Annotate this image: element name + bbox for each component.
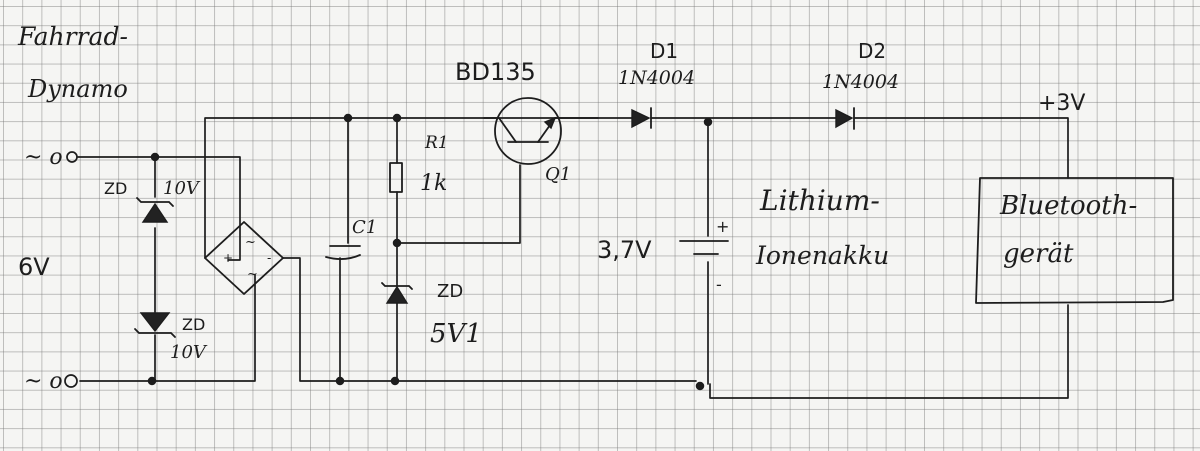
ac-terminal-bottom — [64, 374, 78, 388]
ac-terminal-top — [66, 151, 78, 163]
device-label-line2: gerät — [1003, 239, 1074, 269]
junction-dot — [390, 376, 400, 386]
ac-label-top: ~ o — [24, 145, 63, 170]
source-label-line2: Dynamo — [27, 75, 128, 103]
junction-dot — [703, 117, 713, 127]
bridge-rectifier — [204, 221, 284, 295]
transistor-type-label: BD135 — [455, 58, 536, 86]
zener-diode-upper — [136, 197, 174, 223]
junction-dot — [695, 381, 705, 391]
battery-plus-mark: + — [716, 217, 729, 236]
wire-c1 — [339, 117, 349, 382]
zener-lower-name: ZD — [182, 315, 205, 334]
junction-dot — [150, 152, 160, 162]
input-voltage-label: 6V — [18, 253, 50, 281]
diode-d1-type: 1N4004 — [618, 67, 695, 89]
zener-upper-value: 10V — [163, 178, 201, 199]
battery-liion — [679, 240, 729, 255]
battery-voltage-label: 3,7V — [597, 236, 652, 264]
zener-ref-name: ZD — [437, 281, 463, 302]
wire-device-return — [709, 304, 1069, 399]
zener-ref-value: 5V1 — [430, 319, 482, 349]
zener-lower-value: 10V — [170, 342, 208, 363]
wire-output-rail — [554, 117, 1069, 179]
diode-d1 — [631, 107, 652, 129]
zener-diode-reference — [381, 282, 413, 304]
resistor-r1 — [389, 162, 403, 193]
junction-dot — [335, 376, 345, 386]
diode-d1-name: D1 — [650, 39, 678, 63]
transistor-name-label: Q1 — [545, 164, 571, 185]
junction-dot — [392, 238, 402, 248]
resistor-r1-name: R1 — [424, 133, 449, 153]
wire-ac-top — [77, 156, 241, 261]
bridge-plus-mark: + — [223, 251, 233, 265]
wire-base — [396, 164, 521, 244]
battery-minus-mark: - — [716, 275, 722, 294]
capacitor-c1 — [325, 245, 361, 260]
rail-voltage-label: +3V — [1038, 91, 1085, 116]
diode-d2 — [835, 107, 855, 130]
junction-dot — [147, 376, 157, 386]
transistor-q1 — [483, 97, 562, 165]
bridge-ac2-mark: ~ — [247, 267, 258, 282]
wire-bottom-rail — [282, 257, 697, 382]
battery-label-line2: Ionenakku — [755, 241, 889, 270]
device-label-line1: Bluetooth- — [999, 191, 1137, 221]
capacitor-c1-label: C1 — [352, 217, 377, 238]
bridge-minus-mark: - — [267, 251, 271, 265]
wires — [77, 117, 1069, 399]
junction-dots — [64, 113, 713, 391]
resistor-r1-value: 1k — [420, 171, 447, 196]
battery-label-line1: Lithium- — [759, 184, 880, 217]
bridge-ac1-mark: ~ — [245, 235, 256, 250]
ac-label-bottom: ~ o — [24, 369, 63, 394]
junction-dot — [392, 113, 402, 123]
wire-ac-bottom — [79, 274, 256, 382]
diode-d2-type: 1N4004 — [822, 71, 899, 93]
source-label-line1: Fahrrad- — [17, 22, 128, 51]
zener-upper-name: ZD — [104, 179, 127, 198]
bluetooth-device-box — [975, 177, 1174, 304]
junction-dot — [343, 113, 353, 123]
zener-diode-lower — [134, 312, 176, 338]
wire-top-rail — [204, 117, 599, 259]
diode-d2-name: D2 — [858, 39, 886, 63]
